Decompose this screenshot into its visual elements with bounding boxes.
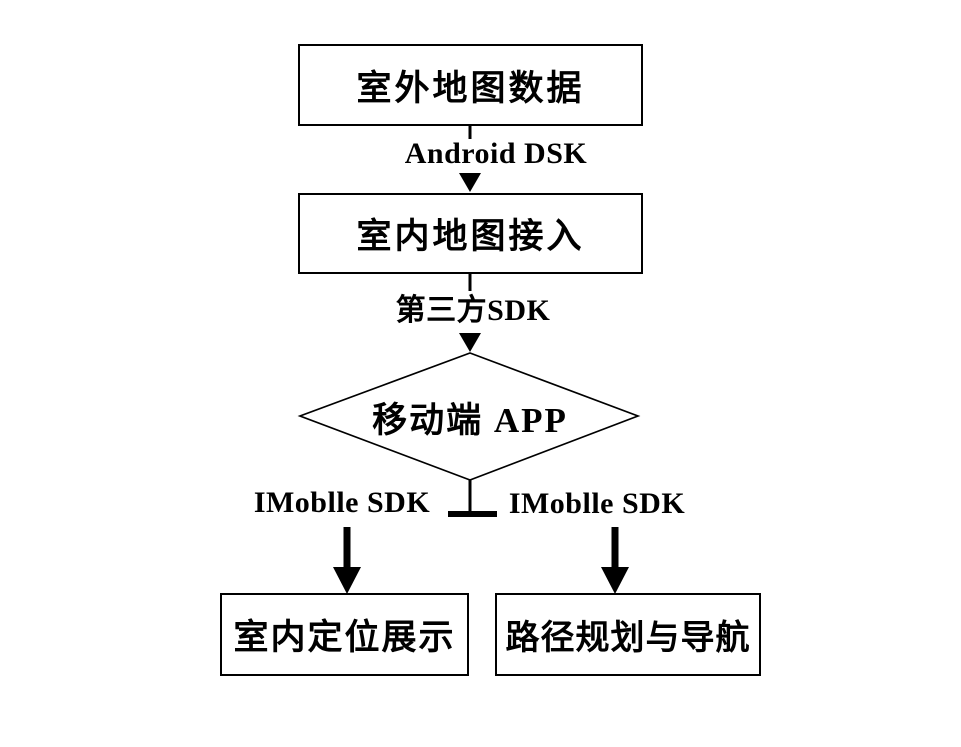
edge-label-imoblle-sdk-right: IMoblle SDK — [497, 487, 697, 520]
node-indoor-map-access-label: 室内地图接入 — [356, 217, 585, 256]
arrowhead-down-icon — [601, 567, 629, 594]
edge-label-android-dsk: Android DSK — [376, 137, 616, 170]
node-mobile-app-label: 移动端 APP — [372, 400, 568, 440]
edge-label-imoblle-sdk-left-text: IMoblle SDK — [253, 486, 431, 519]
diamond-bottom-junction — [448, 480, 505, 517]
edge-app-to-display — [333, 527, 361, 594]
node-indoor-positioning-display: 室内定位展示 — [220, 593, 469, 676]
edge-label-third-party-sdk-text: 第三方SDK — [395, 294, 551, 327]
edge-label-third-party-sdk: 第三方SDK — [373, 291, 573, 327]
edge-label-android-dsk-text: Android DSK — [404, 137, 588, 170]
edge-indoor-to-app — [459, 273, 481, 352]
node-mobile-app: 移动端 APP — [320, 397, 620, 440]
arrowhead-down-icon — [459, 173, 481, 192]
edge-label-imoblle-sdk-left: IMoblle SDK — [242, 486, 442, 519]
edge-label-imoblle-sdk-right-text: IMoblle SDK — [508, 487, 686, 520]
arrowhead-down-icon — [459, 333, 481, 352]
node-indoor-map-access: 室内地图接入 — [298, 193, 643, 274]
node-route-planning-navigation: 路径规划与导航 — [495, 593, 761, 676]
edge-app-to-navigation — [601, 527, 629, 594]
node-indoor-positioning-display-label: 室内定位展示 — [233, 618, 456, 657]
node-outdoor-map-data: 室外地图数据 — [298, 44, 643, 126]
node-route-planning-navigation-label: 路径规划与导航 — [505, 620, 751, 657]
node-outdoor-map-data-label: 室外地图数据 — [356, 68, 585, 108]
arrowhead-down-icon — [333, 567, 361, 594]
